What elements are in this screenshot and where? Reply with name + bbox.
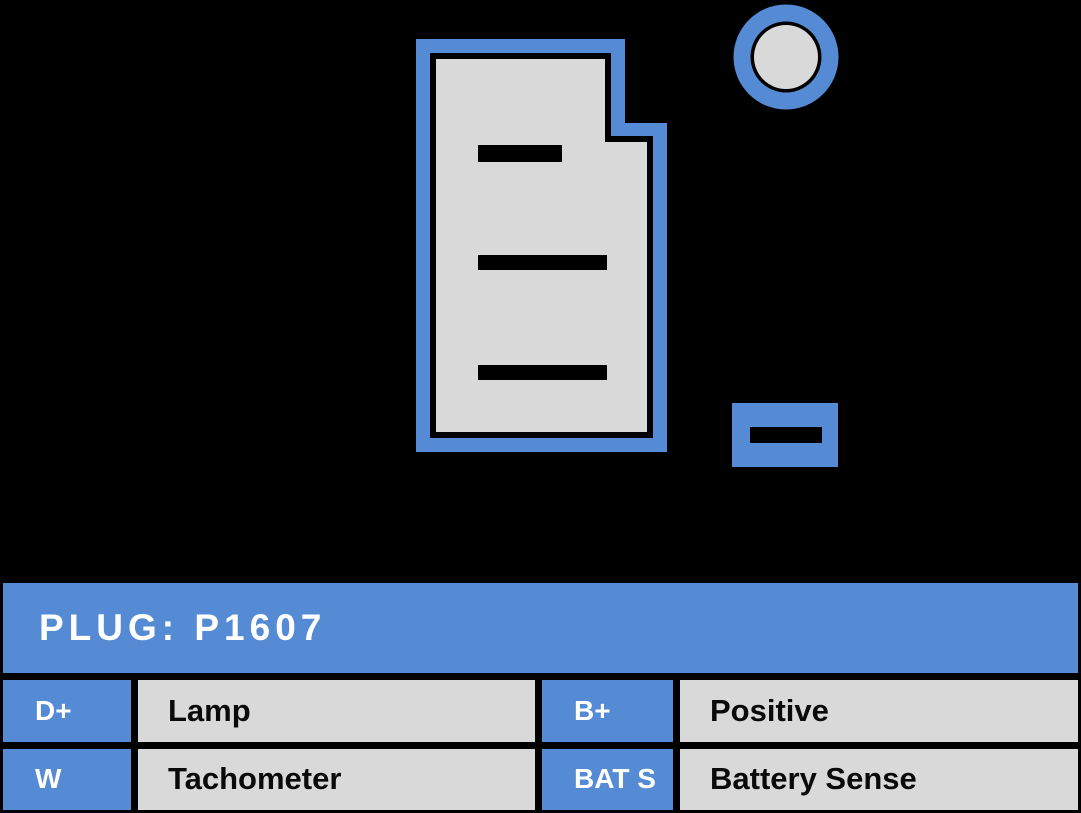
spade-terminal-slot xyxy=(750,427,822,443)
table-header: PLUG: P1607 xyxy=(3,583,1078,673)
pin-slot-1 xyxy=(478,145,562,162)
pin-description-battery-sense: Battery Sense xyxy=(680,748,1078,810)
connector-diagram xyxy=(416,4,839,467)
pin-description-tachometer: Tachometer xyxy=(138,748,535,810)
table-row: W Tachometer BAT S Battery Sense xyxy=(3,748,1078,810)
table-row: D+ Lamp B+ Positive xyxy=(3,680,1078,742)
pin-label-d-plus: D+ xyxy=(3,680,131,742)
spade-terminal xyxy=(732,403,838,467)
pinout-table: PLUG: P1607 D+ Lamp B+ Positive W Tachom… xyxy=(0,580,1081,813)
connector-diagram-svg xyxy=(416,4,839,467)
pin-slot-3 xyxy=(478,365,607,380)
pin-label-b-plus: B+ xyxy=(542,680,673,742)
pin-label-w: W xyxy=(3,748,131,810)
post-terminal-center xyxy=(754,25,818,89)
pin-label-bat-s: BAT S xyxy=(542,748,673,810)
pin-slot-2 xyxy=(478,255,607,270)
pin-description-lamp: Lamp xyxy=(138,680,535,742)
post-terminal xyxy=(733,4,839,110)
plug-connector xyxy=(416,39,667,452)
pin-description-positive: Positive xyxy=(680,680,1078,742)
